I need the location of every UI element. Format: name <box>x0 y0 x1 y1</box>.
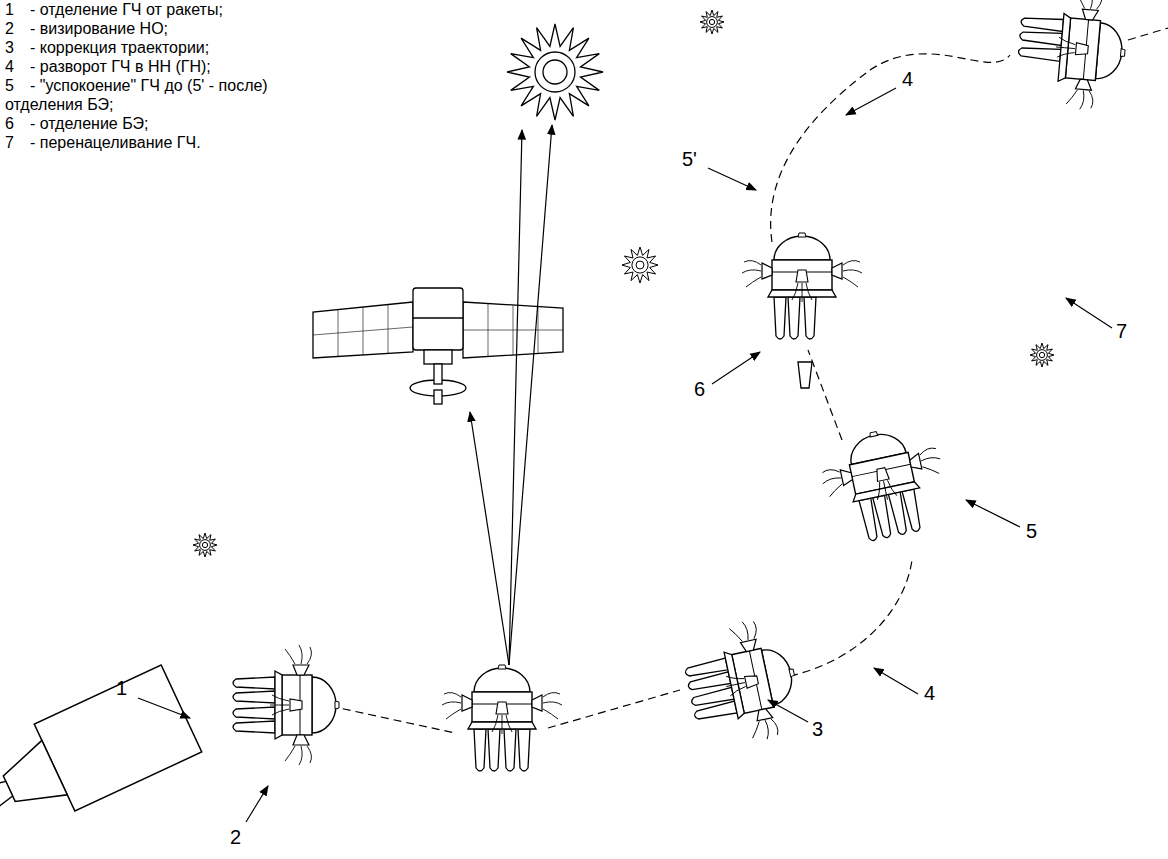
callout-number: 5 <box>1026 520 1037 542</box>
callout-number: 2 <box>230 826 241 848</box>
callout-number: 4 <box>902 68 913 90</box>
legend-number: 5 <box>5 76 14 95</box>
warhead-bus <box>1014 0 1130 113</box>
leader-arrow <box>138 88 1112 822</box>
sun <box>507 24 603 120</box>
warhead-bus <box>814 420 953 549</box>
legend-number: 4 <box>5 57 14 76</box>
callout-number: 1 <box>116 677 127 699</box>
warhead-bus <box>233 645 339 765</box>
separated-warhead <box>798 362 812 388</box>
legend-text: - визирование НО; <box>30 19 168 38</box>
callout-number: 5' <box>682 148 697 170</box>
legend-number: 2 <box>5 19 14 38</box>
legend-number: 7 <box>5 133 14 152</box>
warhead-bus <box>678 613 807 752</box>
callout-number: 3 <box>812 718 823 740</box>
trajectory <box>330 28 1168 733</box>
legend-text: - разворот ГЧ в НН (ГН); <box>30 57 211 76</box>
sighting-line <box>470 125 552 665</box>
legend-text: - "успокоение" ГЧ до (5' - после) отделе… <box>5 76 273 114</box>
callout-number: 4 <box>924 682 935 704</box>
rocket-stage <box>0 665 202 840</box>
legend-text: - коррекция траектории; <box>30 38 209 57</box>
stars <box>193 10 1054 557</box>
warhead-bus <box>442 665 562 771</box>
legend-number: 6 <box>5 114 14 133</box>
legend-text: - перенацеливание ГЧ. <box>30 133 201 152</box>
satellite <box>313 288 563 404</box>
callout-number: 6 <box>694 378 705 400</box>
callout-number: 7 <box>1116 320 1127 342</box>
warhead-bus <box>742 233 862 339</box>
legend-number: 1 <box>5 0 14 19</box>
legend-text: - отделение ГЧ от ракеты; <box>30 0 223 19</box>
legend-text: - отделение БЭ; <box>30 114 148 133</box>
legend-number: 3 <box>5 38 14 57</box>
